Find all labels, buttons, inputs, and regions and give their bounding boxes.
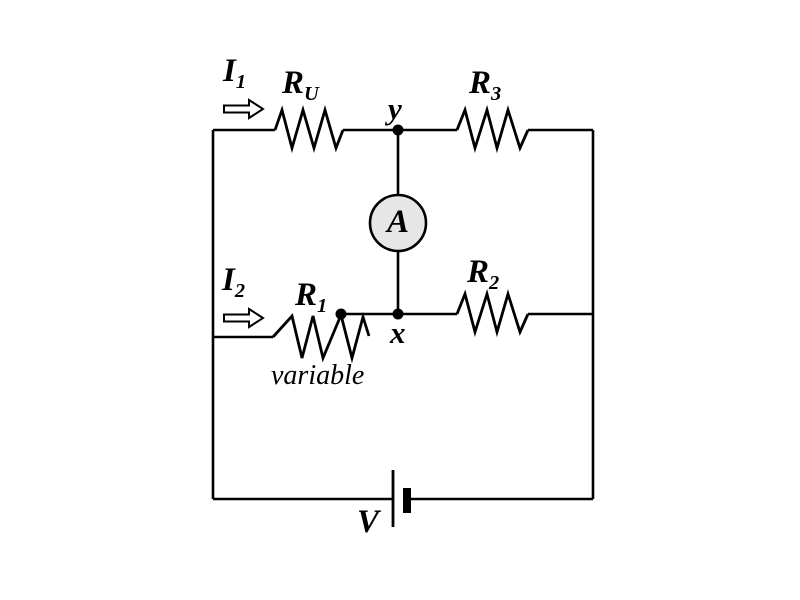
node-y-dot	[392, 124, 404, 136]
label-resistor-r2: R2	[467, 254, 499, 294]
label-current-i2-sub: 2	[234, 280, 246, 303]
label-ammeter: A	[386, 203, 410, 240]
ammeter-icon	[368, 193, 428, 253]
label-current-i1-base: I	[223, 53, 236, 89]
label-resistor-ru-sub: U	[304, 83, 319, 106]
resistor-r3-zigzag	[455, 104, 530, 154]
label-current-i1-sub: 1	[235, 71, 247, 94]
resistor-r2-zigzag	[455, 288, 530, 338]
label-resistor-r1: R1	[295, 277, 327, 317]
label-current-i1: I1	[223, 53, 246, 93]
resistor-ru-zigzag	[273, 104, 345, 154]
r1-wiper-tap-dot	[335, 308, 347, 320]
label-resistor-r2-sub: 2	[489, 272, 500, 295]
label-node-x: x	[390, 315, 406, 350]
current-i2-arrow-icon	[223, 307, 265, 329]
label-variable-note: variable	[271, 360, 365, 391]
current-i1-arrow-icon	[223, 98, 265, 120]
resistors	[271, 104, 530, 364]
battery-short-plate	[403, 488, 411, 513]
node-x-dot	[392, 308, 404, 320]
label-node-y: y	[388, 91, 402, 126]
label-resistor-r3-base: R	[469, 65, 492, 101]
label-resistor-r1-base: R	[295, 277, 318, 313]
label-resistor-r3: R3	[469, 65, 501, 105]
label-resistor-ru: RU	[282, 65, 319, 105]
resistor-r1-variable-zigzag	[271, 310, 371, 364]
label-resistor-r2-base: R	[467, 254, 490, 290]
wires	[211, 128, 595, 501]
label-resistor-ru-base: R	[282, 65, 305, 101]
label-current-i2-base: I	[222, 262, 235, 298]
label-current-i2: I2	[222, 262, 245, 302]
label-resistor-r1-sub: 1	[317, 295, 328, 318]
label-battery-v: V	[357, 504, 380, 540]
label-resistor-r3-sub: 3	[491, 83, 502, 106]
battery-icon	[391, 470, 411, 527]
